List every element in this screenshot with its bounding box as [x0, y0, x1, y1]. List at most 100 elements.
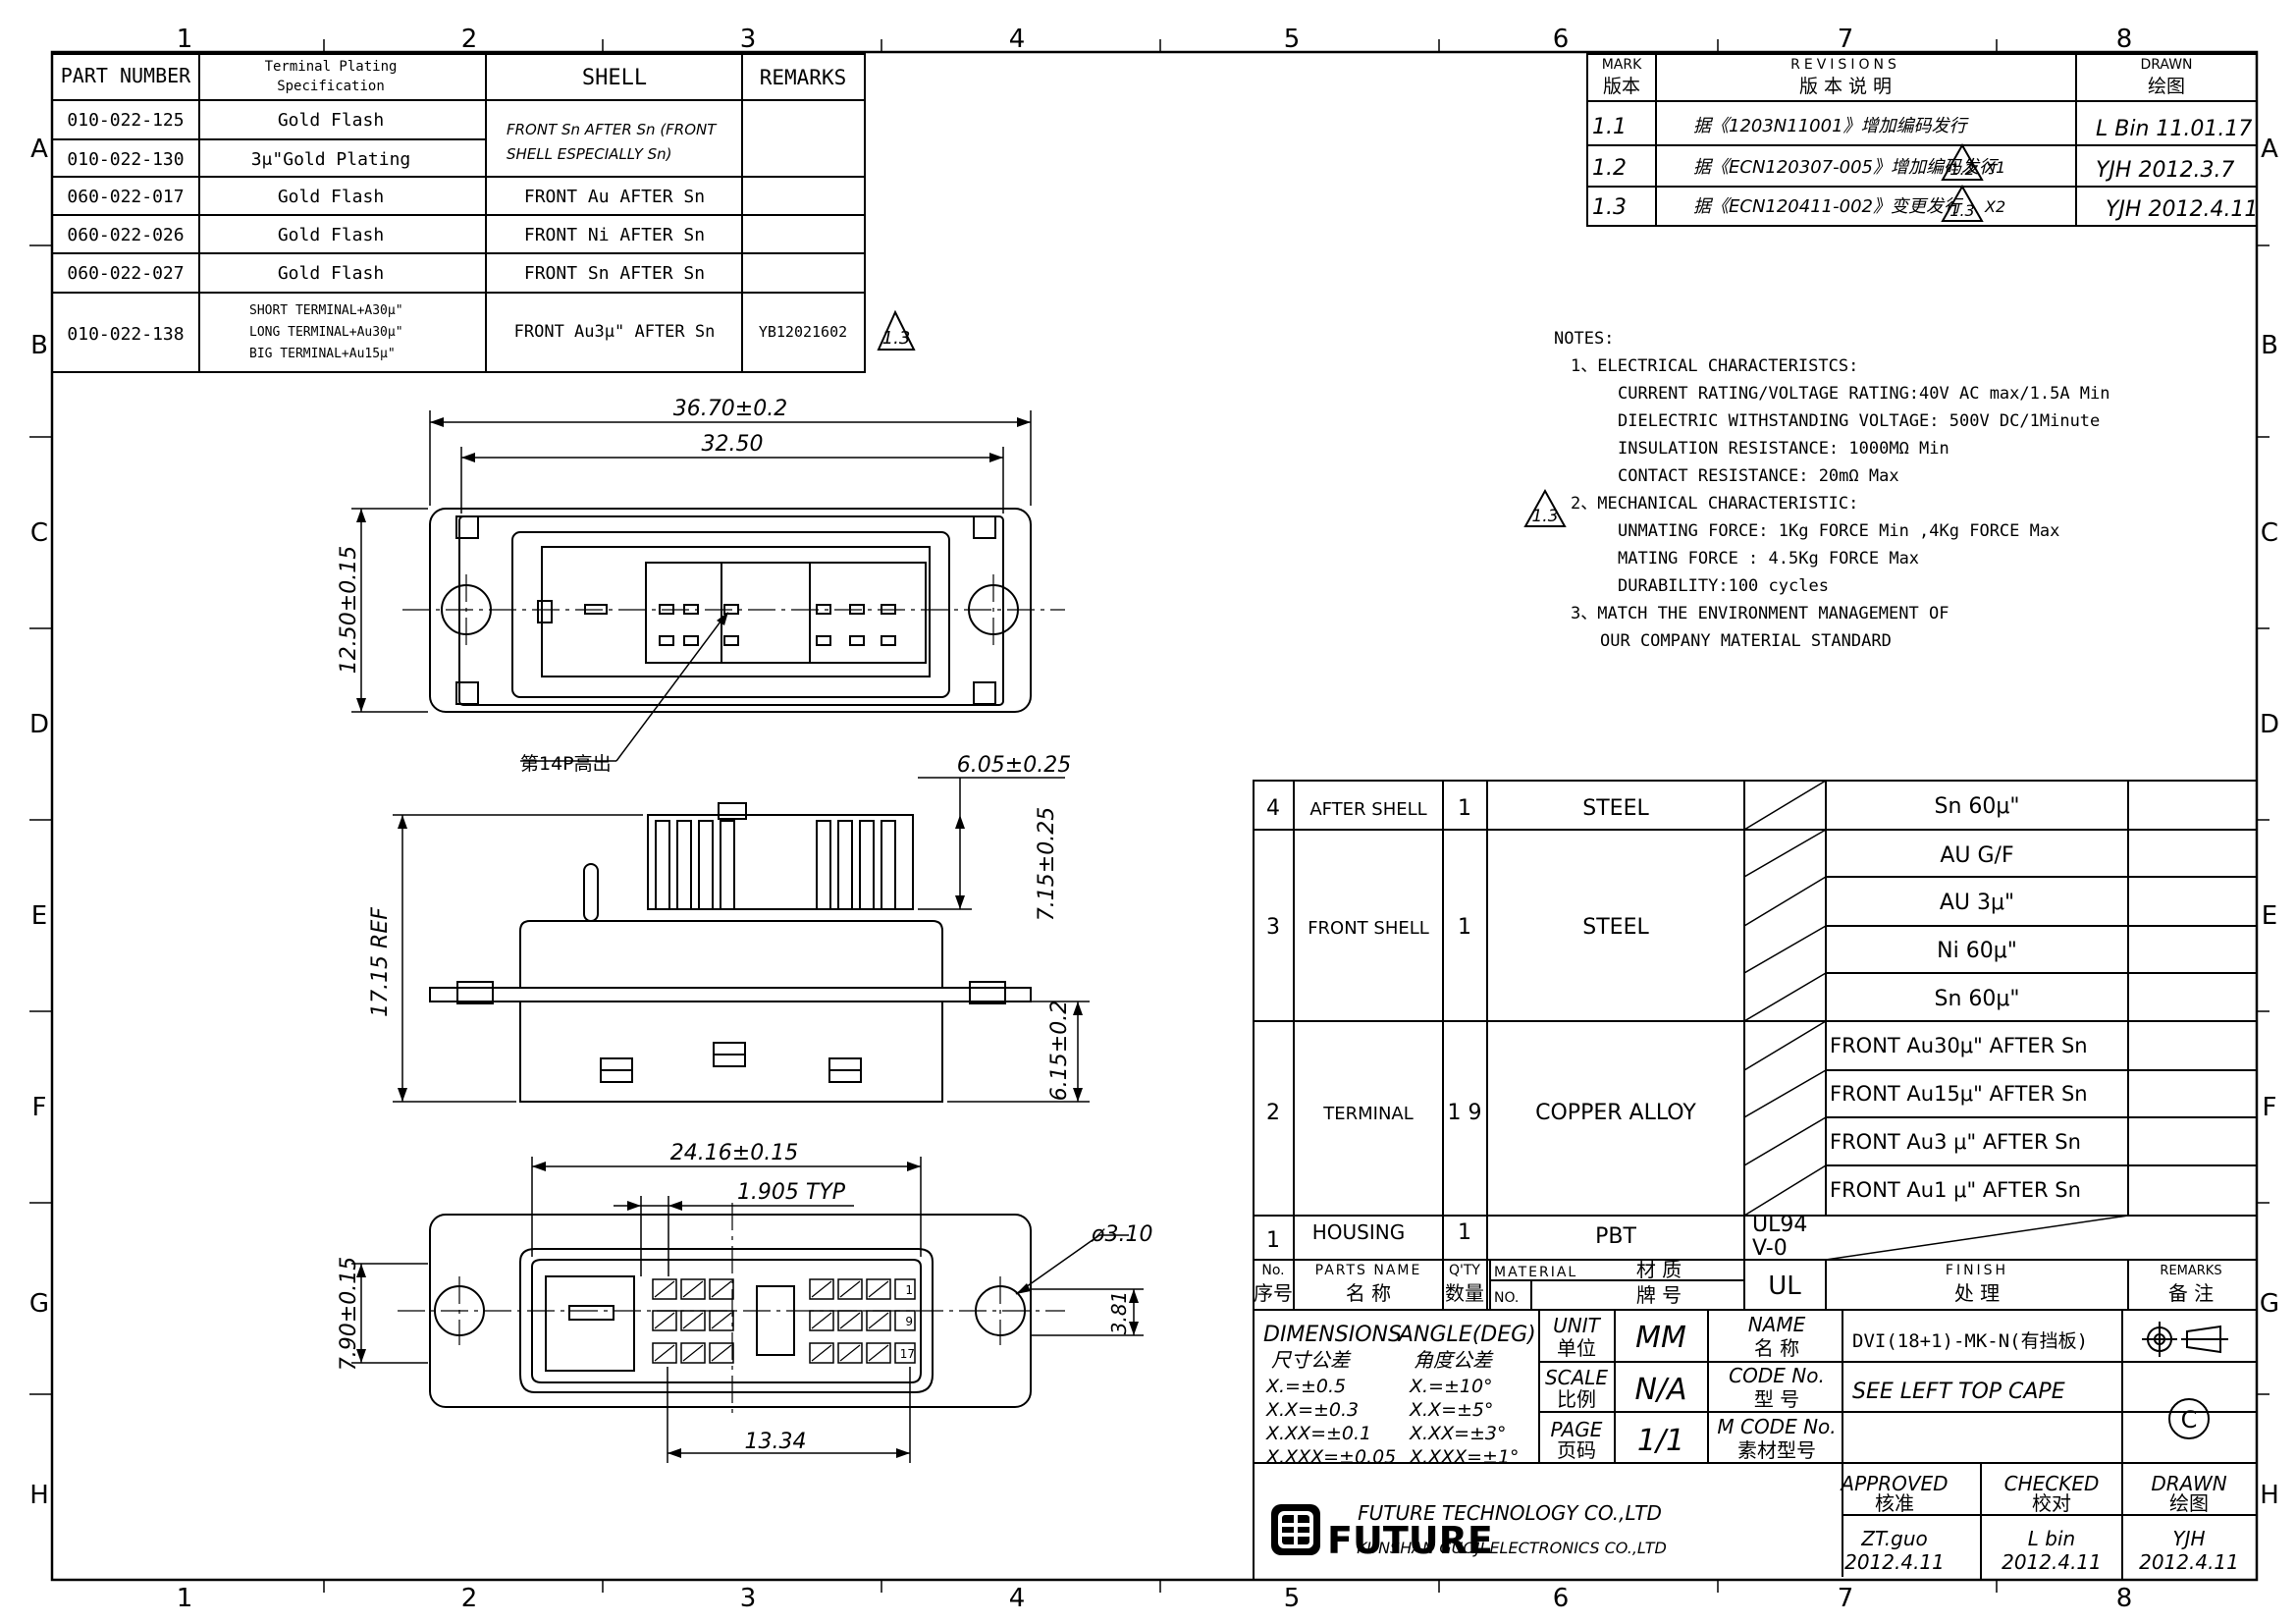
shell-cell: FRONT Au AFTER Sn: [524, 187, 705, 207]
drawn-date: 2012.4.11: [2139, 1550, 2239, 1574]
revision-suffix: X2: [1984, 197, 2005, 216]
plating-cell: BIG TERMINAL+Au15μ": [249, 347, 396, 361]
bom-hdr-no2: NO.: [1494, 1290, 1519, 1306]
logo-wordmark: FUTURE: [1327, 1519, 1493, 1562]
revision-description: 据《ECN120411-002》变更发行: [1693, 196, 1964, 217]
dim-front-hole: ø3.10: [1091, 1222, 1152, 1247]
company-logo: FUTURE: [1271, 1504, 1493, 1562]
revision-marker: 1.3: [877, 309, 916, 351]
mark-header: MARK: [1602, 57, 1642, 73]
revision-table: [1586, 53, 2258, 227]
row-label: C: [2261, 518, 2278, 548]
company-name: FUTURE TECHNOLOGY CO.,LTD: [1358, 1501, 1662, 1525]
bom-material: PBT: [1595, 1224, 1636, 1249]
bom-hdr-remarks: REMARKS: [2160, 1264, 2221, 1278]
row-label: A: [30, 135, 48, 164]
row-label: H: [2260, 1481, 2279, 1510]
row-label: D: [29, 710, 49, 739]
row-label: H: [29, 1481, 49, 1510]
plating-cell: SHORT TERMINAL+A30μ": [249, 303, 403, 318]
page-label: PAGE: [1551, 1418, 1603, 1441]
col-label: 7: [1838, 1584, 1854, 1613]
bom-material: STEEL: [1582, 796, 1649, 821]
top-view-arrows: [356, 417, 1031, 712]
unit-label: UNIT: [1553, 1314, 1601, 1337]
pin-label-1: 1: [905, 1283, 913, 1297]
angle-tolerance: X.=±10°: [1409, 1376, 1493, 1397]
notes-title: NOTES:: [1554, 329, 1614, 349]
part-number-cell: 060-022-017: [67, 187, 184, 207]
dimensions-title: DIMENSIONS: [1263, 1323, 1402, 1347]
plating-cell: Gold Flash: [278, 263, 384, 284]
part-number-cell: 010-022-130: [67, 149, 184, 170]
bom-hdr-brand: 牌 号: [1636, 1283, 1682, 1307]
bom-diagonals: [1743, 780, 2129, 1261]
dim-top-height: 12.50±0.15: [337, 546, 361, 674]
page-label-cn: 页码: [1557, 1438, 1596, 1462]
bom-part-name: FRONT SHELL: [1308, 918, 1429, 939]
row-label: F: [2263, 1093, 2277, 1122]
notes-marker: 1.3: [1531, 507, 1558, 526]
bom-part-name: HOUSING: [1312, 1220, 1405, 1244]
parts-table-text: PART NUMBER Terminal Plating Specificati…: [61, 59, 847, 361]
dim-side-h2: 7.15±0.25: [1035, 807, 1059, 921]
dim-front-height: 7.90±0.15: [337, 1257, 361, 1371]
parts-table: [51, 53, 866, 373]
mark-header-cn: 版本: [1603, 76, 1640, 97]
angle-tolerance: X.XXX=±1°: [1409, 1446, 1520, 1468]
col-label: 8: [2116, 25, 2133, 54]
plating-cell: Gold Flash: [278, 187, 384, 207]
drawn-label: DRAWN: [2151, 1472, 2226, 1495]
col-label: 5: [1284, 25, 1301, 54]
part-number-cell: 010-022-125: [67, 110, 184, 131]
bom-hdr-no: No.: [1261, 1263, 1284, 1278]
bom-no: 4: [1266, 796, 1280, 821]
code-value: SEE LEFT TOP CAPE: [1852, 1380, 2065, 1404]
row-label: F: [32, 1093, 47, 1122]
mcode-label-cn: 素材型号: [1737, 1438, 1816, 1462]
bom-qty: 1: [1458, 796, 1471, 821]
note-line: CURRENT RATING/VOLTAGE RATING:40V AC max…: [1618, 384, 2110, 404]
col-label: 8: [2116, 1584, 2133, 1613]
bom-no: 2: [1266, 1101, 1280, 1125]
row-label: A: [2261, 135, 2278, 164]
bom-hdr-material-cn: 材 质: [1636, 1258, 1682, 1281]
scale-value: N/A: [1634, 1373, 1686, 1407]
part-number-cell: 060-022-027: [67, 263, 184, 284]
front-view-arrows: [356, 1162, 1139, 1458]
plating-cell: 3μ"Gold Plating: [251, 149, 411, 170]
name-label-cn: 名 称: [1754, 1336, 1799, 1360]
part-number-cell: 060-022-026: [67, 225, 184, 245]
revision-drawn: YJH 2012.3.7: [2096, 158, 2234, 183]
title-block-text: DIMENSIONS 尺寸公差 ANGLE(DEG) 角度公差 X.=±0.5 …: [1263, 1313, 2239, 1574]
revision-marker-label: 1.3: [882, 328, 911, 349]
revision-mark: 1.1: [1592, 115, 1627, 139]
bom-header: No. 序号 PARTS NAME 名 称 Q'TY 数量 MATERIAL 材…: [1254, 1258, 2222, 1307]
shell-cell: FRONT Sn AFTER Sn (FRONT: [507, 121, 718, 138]
dim-tolerance: X.X=±0.3: [1265, 1399, 1359, 1421]
page-value: 1/1: [1637, 1424, 1684, 1458]
company-name-2: KUNSHAN GUOJI ELECTRONICS CO.,LTD: [1357, 1539, 1667, 1557]
name-value: DVI(18+1)-MK-N(有挡板): [1852, 1330, 2088, 1352]
row-label: G: [2260, 1289, 2279, 1319]
drawn-header: DRAWN: [2140, 57, 2192, 73]
checked-date: 2012.4.11: [2002, 1550, 2102, 1574]
angle-title: ANGLE(DEG): [1397, 1323, 1536, 1347]
header-terminal-plating: Terminal Plating: [265, 59, 398, 75]
bom-hdr-finish: FINISH: [1946, 1263, 2008, 1278]
col-label: 2: [461, 1584, 478, 1613]
name-label: NAME: [1748, 1313, 1806, 1336]
dim-front-pitch: 1.905 TYP: [737, 1180, 846, 1205]
bom-finish: Ni 60μ": [1937, 939, 2017, 963]
note-line: 2、MECHANICAL CHARACTERISTIC:: [1571, 494, 1858, 514]
col-label: 6: [1553, 25, 1570, 54]
dim-side-h3: 6.15±0.2: [1047, 1001, 1072, 1101]
plating-cell: LONG TERMINAL+Au30μ": [249, 325, 403, 340]
bom-part-name: TERMINAL: [1322, 1104, 1414, 1124]
code-label-cn: 型 号: [1754, 1387, 1799, 1411]
dim-front-bottom: 13.34: [745, 1430, 807, 1454]
angle-tolerance: X.XX=±3°: [1409, 1423, 1507, 1444]
copyright-letter: C: [2181, 1406, 2198, 1434]
row-label: E: [31, 901, 47, 931]
